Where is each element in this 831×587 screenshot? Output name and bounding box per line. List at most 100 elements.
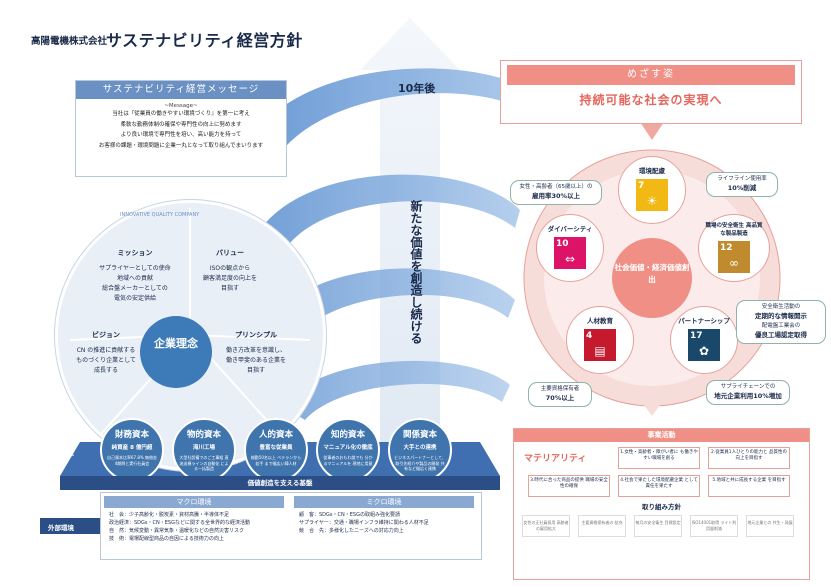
value-item: ISOの観点から [209,265,251,272]
capital-physical: 物的資本 滝川工場 大型社設備でのご工事組 直流送棟ラインの自動化 による一括製… [172,418,236,482]
arrow-vertical-text: 新たな価値を創造し続ける [409,200,423,344]
theme-name: パートナーシップ [678,317,730,325]
goal-box: めざす姿 持続可能な社会の実現へ [500,60,802,124]
company-name: 高陽電機株式会社 [31,36,108,47]
external-environment-box: マクロ環境 社 会：少子高齢化・脱炭素・資材高騰・半導体不足 政治経済：SDGs… [100,492,482,560]
mission-item: 電気の安定供給 [113,295,156,302]
mission-item: 地域への貢献 [116,275,153,282]
principle-item: 目指す [246,367,265,374]
capital-human: 人的資本 豊富な従業員 総勤50名以上 ベテランから若手 まで幅広い陣人材 [244,418,308,482]
value-section: バリュー ISOの観点から 顧客満足度の向上を 目指す [190,248,270,294]
capital-intellectual: 知的資本 マニュアル化の徹底 従事者のおもわ誰でも 分かるマニュアルを 現地に用… [316,418,380,482]
principle-item: 働き方改革を意識し、 [225,347,286,354]
callout-qualification: 主要資格保有者 70%以上 [528,382,592,407]
value-creation-core: 社会価値・経済価値創出 [614,263,690,284]
flower-icon: ✿ [698,344,710,358]
capital-name: 知的資本 [330,430,365,440]
foundation-bar: 価値創造を支える基盤 [60,476,500,490]
macro-line: 社 会：少子高齢化・脱炭素・資材高騰・半導体不足 [109,512,230,518]
materiality-item: 2.従業員1人ひとりの能力と 品質性の向上を目指す [708,447,790,469]
principle-item: 働き甲斐のある企業を [225,357,286,364]
message-line: 当社は『従業員の働きやすい環境づくり』を第一に考え [112,111,250,117]
ten-years-label: 10年後 [398,82,436,95]
policy-item: 毎月の安全衛生 目標設定 [634,515,682,537]
policy-heading: 取り組み方針 [642,503,681,511]
value-title: バリュー [216,249,244,257]
mission-item: サプライヤーとしての使命 [99,265,171,272]
theme-name: 職場の安全衛生 高品質な製品製造 [705,223,763,237]
micro-title: ミクロ環境 [294,496,474,508]
message-heading: サステナビリティ経営メッセージ [76,81,286,99]
micro-line: サプライヤー：交通・職場インフラ維持に関わる人材不足 [299,520,429,526]
vision-item: ものづくり企業として [76,357,136,364]
vision-section: ビジョン CN の推進に貢献する ものづくり企業として 成長する [70,330,142,376]
capital-sub: 豊富な従業員 [259,445,293,451]
capital-name: 人的資本 [258,430,293,440]
macro-line: 技 術：電場配線型商品の自因による技術力の向上 [109,536,224,542]
policy-item: 女性の正社員採用 高齢者の雇用拡大 [522,515,570,537]
capital-sub: マニュアル化の徹底 [323,445,373,451]
external-label-band [40,518,100,534]
principle-title: プリンシプル [235,331,277,339]
external-label: 外部環境 [48,524,74,532]
macro-section: マクロ環境 社 会：少子高齢化・脱炭素・資材高騰・半導体不足 政治経済：SDGs… [101,493,287,543]
capital-sub: 大手との連携 [403,445,437,451]
sdg-4-icon: 4▤ [584,329,616,361]
theme-name: 人材教育 [587,317,613,325]
mission-title: ミッション [117,249,153,257]
macro-line: 自 然：気候変動・異常気象・温暖化などの自然災害リスク [109,528,245,534]
core-label: 企業理念 [154,337,198,350]
capital-desc: 大型社設備でのご工事組 直流送棟ラインの自動化 による一括製造 [179,455,229,471]
callout-supply-chain: サプライチェーンでの 地元企業利用10%増加 [706,380,790,405]
vision-item: CN の推進に貢献する [76,347,136,354]
macro-line: 政治経済：SDGs・CN・ESGなどに関する全世界的な経済活動 [109,520,250,526]
capital-desc: 総勤50名以上 ベテランから若手 まで幅広い陣人材 [250,455,302,466]
theme-education: 人材教育 4▤ [566,306,634,374]
policy-item: ISO14001取得 ライト利用量削減 [690,515,738,537]
message-line: 柔軟な勤務体制の確保や専門性の向上に努めます [120,121,242,128]
capital-desc: 従事者のおもわ誰でも 分かるマニュアルを 現地に用意 [323,455,373,466]
value-item: 目指す [220,285,239,292]
theme-name: ダイバーシティ [547,225,593,233]
policy-item: 主要資格保有者の 拡充 [578,515,626,537]
capital-desc: 自己資本比率67.8% 無借金4期問と実行社員会 [107,455,157,466]
sun-icon: ☀ [646,194,658,208]
materiality-title: マテリアリティ [524,454,587,464]
mission-section: ミッション サプライヤーとしての使命 地域への貢献 総合盤メーカーとしての 電気… [90,248,180,304]
theme-environment: 環境配慮 7☀ [618,156,686,224]
equality-icon: ⇔ [564,252,576,266]
materiality-item: 5.地域と共に成長する企業 を目指す [708,475,790,497]
micro-line: 顧 客：SDGs・CN・ESGの取組み強化要請 [299,512,400,518]
capital-name: 財務資本 [114,430,149,440]
capital-financial: 財務資本 純資産 8 億円超 自己資本比率67.8% 無借金4期問と実行社員会 [100,418,164,482]
principle-section: プリンシプル 働き方改革を意識し、 働き甲斐のある企業を 目指す [212,330,300,376]
business-activity-box: 事業活動 マテリアリティ 1.女性・高齢者・障がい者に も働きやすい職場を創る … [513,428,810,580]
message-line: お客様の課題・環境問題に企業一丸となって取り組んでまいります [98,142,264,149]
capital-name: 関係資本 [402,430,437,440]
materiality-item: 3.時代に合った商品の提供 職場の安全性の確保 [528,475,610,497]
vision-title: ビジョン [92,331,120,339]
callout-employment: 女性・高齢者（65歳以上）の 雇用率30%以上 [510,180,602,205]
capital-sub: 純資産 8 億円超 [111,445,153,451]
sdg-12-icon: 12∞ [718,241,750,273]
message-sub: ~Message~ [164,103,198,109]
callout-safety: 安全衛生活動の 定期的な情報開示 配電盤工業会の 優良工場認定取得 [736,300,826,344]
page-title: サステナビリティ経営方針 [106,31,303,50]
theme-diversity: ダイバーシティ 10⇔ [536,214,604,282]
policy-item: 地元企業との 共生・発展 [746,515,794,537]
theme-partnership: パートナーシップ 17✿ [670,306,738,374]
materiality-item: 1.女性・高齢者・障がい者に も働きやすい職場を創る [618,447,700,469]
message-box: サステナビリティ経営メッセージ ~Message~ 当社は『従業員の働きやすい環… [75,80,287,177]
sdg-17-icon: 17✿ [688,329,720,361]
materiality-item: 4.社会で果たした環境配慮企業 として責任を果たす [618,475,700,497]
sdg-7-icon: 7☀ [636,179,668,211]
book-icon: ▤ [594,344,606,358]
callout-lifeline: ライフライン使用率 10%削減 [706,172,778,197]
message-line: より良い環境で専門性を培い、高い能力を持って [120,132,242,138]
capital-sub: 滝川工場 [192,445,215,451]
capital-name: 物的資本 [186,430,221,440]
micro-line: 競 合 先：多様化したニーズへの対応力向上 [299,528,404,534]
theme-name: 環境配慮 [639,167,665,175]
ring-text: INNOVATIVE QUALITY COMPANY [120,212,200,218]
micro-section: ミクロ環境 顧 客：SDGs・CN・ESGの取組み強化要請 サプライヤー：交通・… [291,493,477,535]
